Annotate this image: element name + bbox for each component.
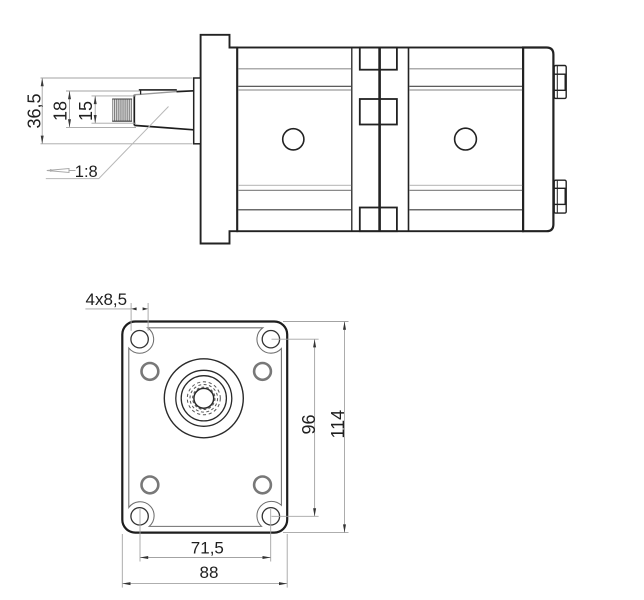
svg-text:88: 88 <box>200 563 219 582</box>
svg-text:114: 114 <box>328 410 348 439</box>
svg-text:96: 96 <box>299 414 319 434</box>
svg-text:71,5: 71,5 <box>191 539 224 558</box>
svg-text:18: 18 <box>51 101 71 121</box>
svg-text:15: 15 <box>76 101 96 121</box>
svg-text:4x8,5: 4x8,5 <box>86 290 128 309</box>
svg-text:36,5: 36,5 <box>25 93 45 128</box>
svg-text:1:8: 1:8 <box>75 163 98 181</box>
